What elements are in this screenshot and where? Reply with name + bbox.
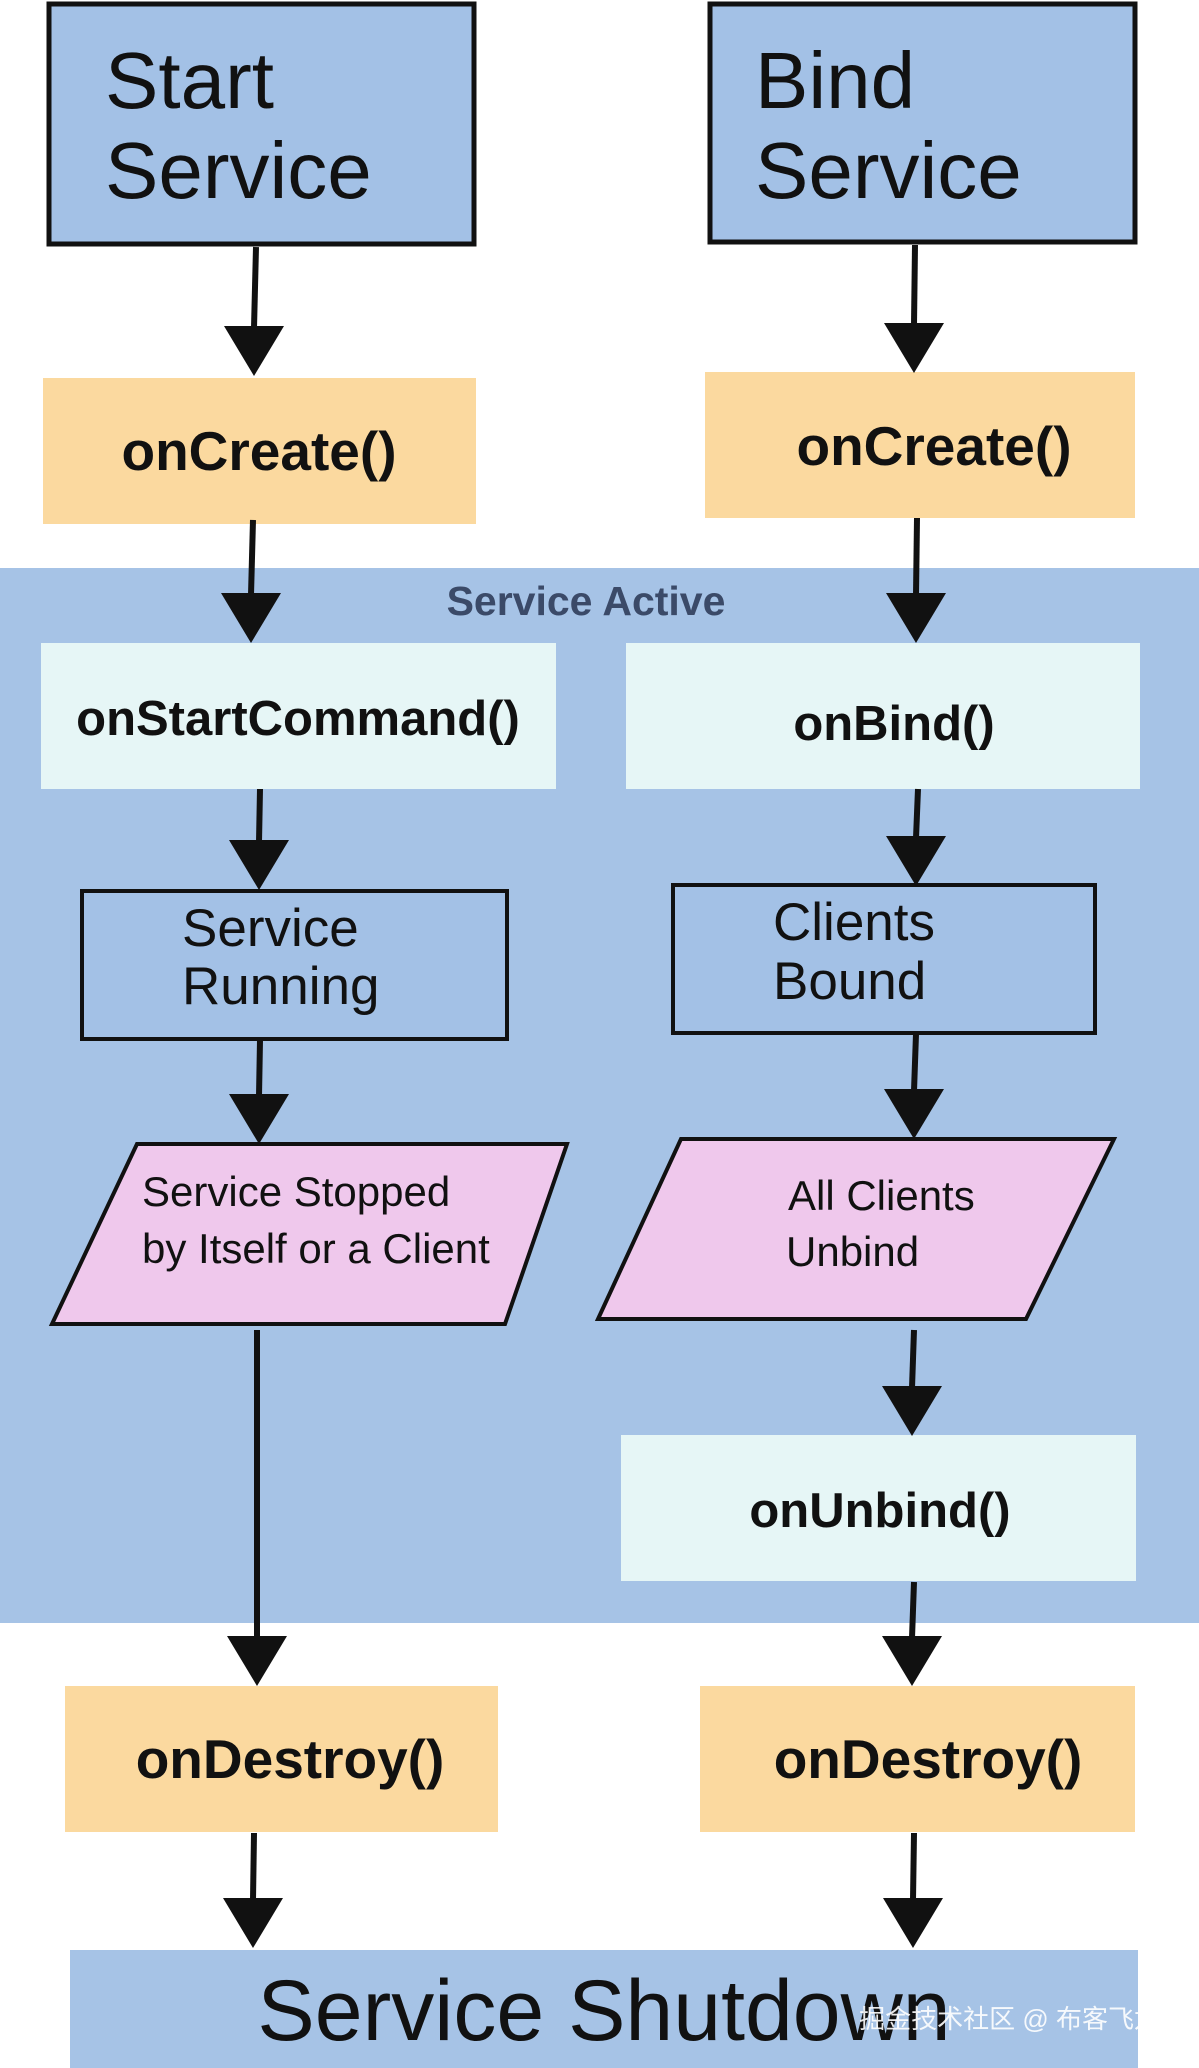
bind-ondestroy-label: onDestroy() [774, 1728, 1083, 1790]
arrow-onbind-to-clientsbound [913, 788, 921, 839]
service-running-label-line1: Service [182, 899, 359, 958]
on-unbind-label: onUnbind() [749, 1484, 1010, 1538]
arrow-running-to-stopped [256, 1039, 263, 1097]
service-running-box [80, 889, 509, 1041]
all-clients-unbind-label-line1: All Clients [788, 1172, 975, 1219]
all-clients-unbind-label-line2: Unbind [786, 1228, 919, 1275]
on-bind-box [626, 643, 1140, 789]
arrow-oncreate-to-onstartcommand [248, 519, 256, 596]
arrowhead-ondestroy-to-shutdown-left [223, 1898, 283, 1948]
arrowhead-bind-to-oncreate [884, 323, 944, 373]
service-shutdown-label: Service Shutdown [257, 1963, 950, 2059]
bind-oncreate-box [705, 372, 1135, 518]
arrow-unbind-to-onunbind [909, 1329, 917, 1389]
bind-service-label-line1: Bind [755, 36, 915, 125]
on-start-command-label: onStartCommand() [76, 692, 520, 746]
arrow-ondestroy-to-shutdown-right [910, 1832, 917, 1901]
arrowhead-stopped-to-ondestroy [227, 1636, 287, 1686]
service-shutdown-bar [70, 1950, 1138, 2068]
start-ondestroy-box [65, 1686, 498, 1832]
arrowhead-start-to-oncreate [224, 326, 284, 376]
arrow-onunbind-to-ondestroy [909, 1581, 917, 1639]
service-active-label: Service Active [447, 578, 726, 624]
start-oncreate-box [43, 378, 476, 524]
arrow-oncreate-to-onbind [913, 517, 920, 596]
arrow-ondestroy-to-shutdown-left [250, 1832, 257, 1901]
service-stopped-condition [48, 1142, 570, 1326]
arrowhead-unbind-to-onunbind [882, 1386, 942, 1436]
start-service-label-line2: Service [105, 126, 372, 215]
on-unbind-box [621, 1435, 1136, 1581]
bind-oncreate-label: onCreate() [796, 415, 1071, 477]
start-service-box [46, 1, 477, 247]
arrow-clientsbound-to-unbind [911, 1033, 919, 1092]
right-flow-arrows [882, 244, 946, 1948]
start-ondestroy-label: onDestroy() [136, 1728, 445, 1790]
service-running-label-line2: Running [182, 957, 379, 1016]
all-clients-unbind-condition [594, 1137, 1118, 1321]
clients-bound-label-line2: Bound [773, 952, 926, 1011]
start-oncreate-label: onCreate() [121, 420, 396, 482]
arrowhead-onbind-to-clientsbound [886, 836, 946, 886]
arrowhead-oncreate-to-onstartcommand [221, 593, 281, 643]
bind-service-label-line2: Service [755, 126, 1022, 215]
arrowhead-ondestroy-to-shutdown-right [883, 1898, 943, 1948]
start-service-label-line1: Start [105, 36, 274, 125]
on-start-command-box [41, 643, 556, 789]
arrowhead-oncreate-to-onbind [886, 593, 946, 643]
arrowhead-onunbind-to-ondestroy [882, 1636, 942, 1686]
bind-service-box [707, 1, 1138, 245]
arrow-start-to-oncreate [251, 246, 259, 329]
arrowhead-clientsbound-to-unbind [884, 1089, 944, 1139]
arrowhead-running-to-stopped [229, 1094, 289, 1144]
arrowhead-onstartcommand-to-running [229, 840, 289, 890]
service-stopped-label-line1: Service Stopped [142, 1168, 450, 1215]
service-stopped-label-line2: by Itself or a Client [142, 1225, 490, 1272]
on-bind-label: onBind() [793, 697, 994, 751]
clients-bound-label-line1: Clients [773, 893, 935, 952]
bind-ondestroy-box [700, 1686, 1135, 1832]
arrow-bind-to-oncreate [911, 244, 918, 326]
watermark-text: 掘金技术社区 @ 布客飞龙 [859, 2004, 1160, 2034]
arrow-onstartcommand-to-running [256, 788, 263, 843]
left-flow-arrows [221, 246, 289, 1948]
clients-bound-box [671, 883, 1097, 1035]
